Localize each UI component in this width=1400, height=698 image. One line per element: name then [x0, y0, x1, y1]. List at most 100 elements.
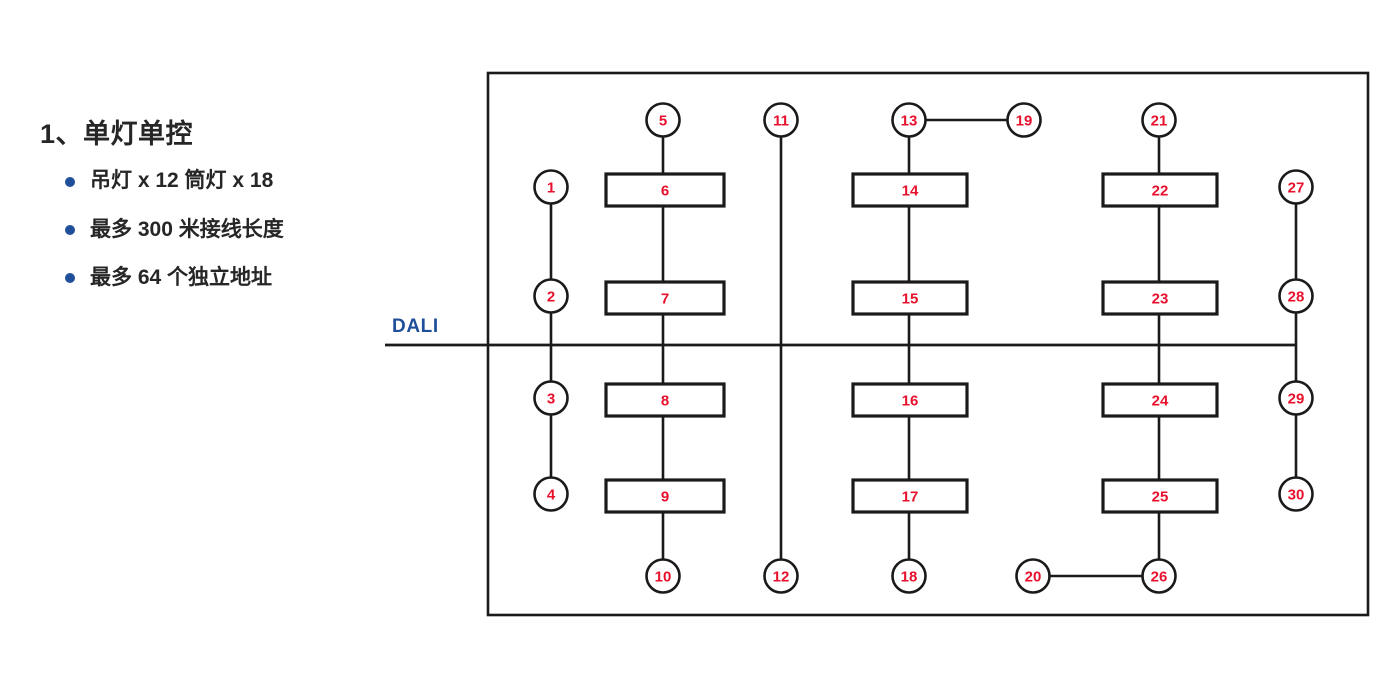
- node-circle[interactable]: 11: [763, 102, 799, 138]
- lamp-box-number: 17: [902, 489, 919, 506]
- dali-bus-label: DALI: [392, 316, 439, 337]
- node-circle-outline: [891, 102, 927, 138]
- lamp-box[interactable]: 17: [851, 478, 969, 514]
- node-circle-outline: [533, 278, 569, 314]
- lamp-box-outline: [604, 280, 726, 316]
- page-title: 1、单灯单控: [40, 119, 194, 149]
- node-circle-outline: [763, 558, 799, 594]
- lamp-box-outline: [1101, 172, 1219, 208]
- lamp-box-outline: [851, 382, 969, 418]
- node-circle-outline: [1141, 102, 1177, 138]
- list-item: 最多 64 个独立地址: [40, 265, 370, 291]
- lamp-box-outline: [851, 478, 969, 514]
- node-circle-outline: [533, 476, 569, 512]
- node-circle[interactable]: 29: [1278, 380, 1314, 416]
- node-circle[interactable]: 13: [891, 102, 927, 138]
- node-circle-number: 11: [773, 113, 789, 130]
- lamp-box-outline: [1101, 382, 1219, 418]
- node-circle-outline: [1015, 558, 1051, 594]
- node-circle[interactable]: 19: [1006, 102, 1042, 138]
- node-circle-number: 2: [547, 289, 555, 306]
- node-circle[interactable]: 1: [533, 169, 569, 205]
- list-item: 最多 300 米接线长度: [40, 217, 370, 243]
- node-circle-outline: [1278, 169, 1314, 205]
- lamp-box-number: 6: [661, 183, 669, 200]
- node-circle-outline: [891, 558, 927, 594]
- lamp-box-number: 24: [1152, 393, 1169, 410]
- node-circle-outline: [533, 169, 569, 205]
- lamp-box[interactable]: 9: [604, 478, 726, 514]
- lamp-box[interactable]: 15: [851, 280, 969, 316]
- lamp-box-number: 16: [902, 393, 919, 410]
- list-item: 吊灯 x 12 筒灯 x 18: [40, 168, 370, 194]
- node-circle-number: 29: [1288, 391, 1305, 408]
- node-circle-number: 5: [659, 113, 667, 130]
- node-circle-outline: [645, 102, 681, 138]
- node-circle-number: 28: [1288, 289, 1305, 306]
- lamp-box-number: 9: [661, 489, 669, 506]
- lamp-box-number: 14: [902, 183, 919, 200]
- node-circle[interactable]: 28: [1278, 278, 1314, 314]
- feature-list: 吊灯 x 12 筒灯 x 18 最多 300 米接线长度 最多 64 个独立地址: [40, 168, 370, 291]
- lamp-box-group: 6 7 8 9 14 15 16 17 22 23 24 25: [604, 172, 1219, 514]
- lamp-box-number: 22: [1152, 183, 1169, 200]
- node-circle[interactable]: 26: [1141, 558, 1177, 594]
- lamp-box-outline: [1101, 280, 1219, 316]
- node-circle[interactable]: 27: [1278, 169, 1314, 205]
- lamp-box[interactable]: 16: [851, 382, 969, 418]
- lamp-box-outline: [604, 172, 726, 208]
- node-circle-number: 3: [547, 391, 555, 408]
- node-circle-outline: [1278, 380, 1314, 416]
- wire-group: [549, 118, 1298, 578]
- list-item-label: 吊灯 x 12 筒灯 x 18: [90, 169, 274, 193]
- node-circle[interactable]: 4: [533, 476, 569, 512]
- node-circle[interactable]: 2: [533, 278, 569, 314]
- info-panel: 1、单灯单控 吊灯 x 12 筒灯 x 18 最多 300 米接线长度 最多 6…: [40, 118, 370, 313]
- lamp-box-outline: [604, 382, 726, 418]
- lamp-box[interactable]: 8: [604, 382, 726, 418]
- lamp-box[interactable]: 25: [1101, 478, 1219, 514]
- list-item-label: 最多 64 个独立地址: [90, 265, 273, 289]
- list-item-label: 最多 300 米接线长度: [90, 217, 284, 241]
- lamp-box-number: 7: [661, 291, 669, 308]
- node-circle-number: 10: [655, 569, 672, 586]
- node-circle-outline: [645, 558, 681, 594]
- lamp-box-outline: [1101, 478, 1219, 514]
- node-circle[interactable]: 20: [1015, 558, 1051, 594]
- node-circle-outline: [1006, 102, 1042, 138]
- node-circle[interactable]: 18: [891, 558, 927, 594]
- node-circle[interactable]: 12: [763, 558, 799, 594]
- node-circle-number: 19: [1016, 113, 1033, 130]
- lamp-box[interactable]: 7: [604, 280, 726, 316]
- lamp-box-outline: [604, 478, 726, 514]
- node-circle-number: 18: [901, 569, 918, 586]
- lamp-box-outline: [851, 172, 969, 208]
- lamp-box[interactable]: 23: [1101, 280, 1219, 316]
- node-circle-number: 4: [547, 487, 556, 504]
- lamp-box-outline: [851, 280, 969, 316]
- node-circle-number: 13: [901, 113, 918, 130]
- node-circle[interactable]: 3: [533, 380, 569, 416]
- lamp-box[interactable]: 14: [851, 172, 969, 208]
- lamp-box-number: 8: [661, 393, 669, 410]
- node-circle[interactable]: 5: [645, 102, 681, 138]
- node-circle-outline: [763, 102, 799, 138]
- node-circle[interactable]: 10: [645, 558, 681, 594]
- lamp-box[interactable]: 22: [1101, 172, 1219, 208]
- node-circle-outline: [1141, 558, 1177, 594]
- lamp-box[interactable]: 6: [604, 172, 726, 208]
- node-circle-number: 12: [773, 569, 790, 586]
- bullet-dot-icon: [65, 273, 75, 284]
- node-circle-number: 26: [1151, 569, 1168, 586]
- node-circle-outline: [1278, 476, 1314, 512]
- node-circle-number: 20: [1025, 569, 1042, 586]
- node-circle-number: 30: [1288, 487, 1305, 504]
- node-circle-outline: [1278, 278, 1314, 314]
- lamp-box[interactable]: 24: [1101, 382, 1219, 418]
- lamp-box-number: 23: [1152, 291, 1169, 308]
- node-circle[interactable]: 30: [1278, 476, 1314, 512]
- node-circle[interactable]: 21: [1141, 102, 1177, 138]
